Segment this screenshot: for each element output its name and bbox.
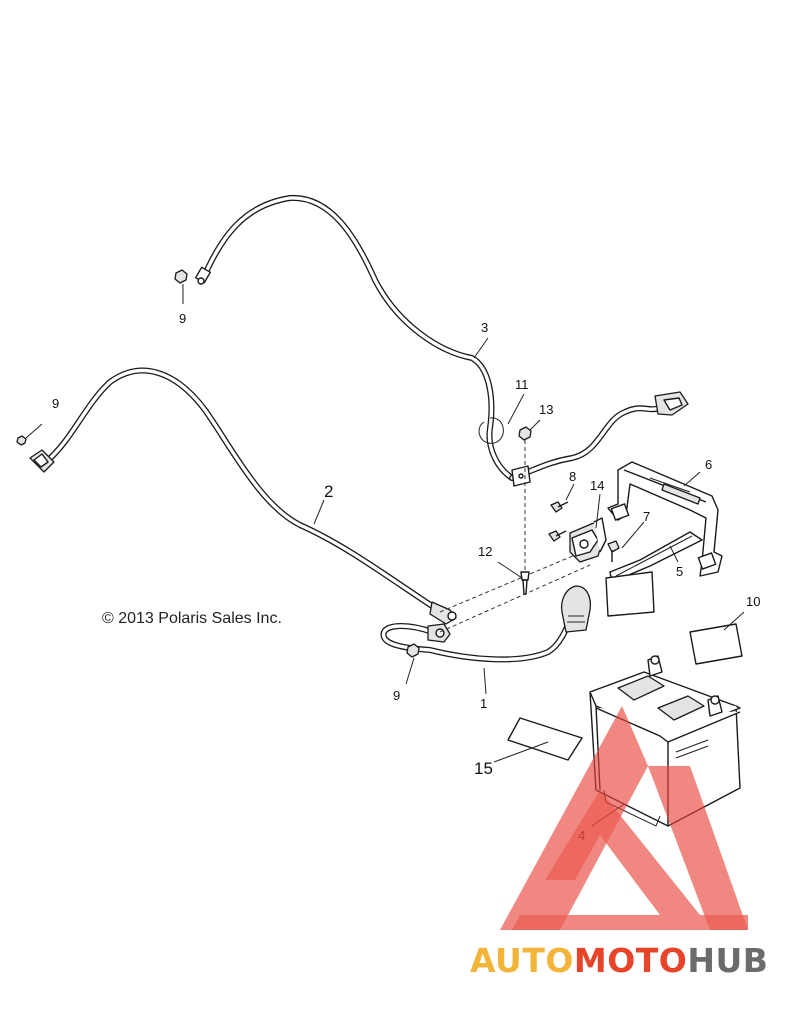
callout-7: 7	[643, 509, 650, 524]
pad-10-small	[605, 571, 655, 617]
watermark-logo	[500, 706, 748, 930]
nut-9-bottom	[406, 643, 420, 658]
screw-8	[548, 501, 569, 542]
callout-12: 12	[478, 544, 492, 559]
callout-14: 14	[590, 478, 604, 493]
nut-9-left	[16, 435, 27, 446]
cable-1	[380, 585, 592, 663]
watermark-triangle-right	[648, 766, 748, 930]
cable-2	[29, 367, 457, 625]
bracket-5	[609, 531, 703, 583]
callout-2: 2	[324, 482, 333, 501]
battery-hold-down-6	[607, 461, 723, 577]
callout-9-left: 9	[52, 396, 59, 411]
solenoid-14	[569, 517, 607, 563]
pad-10	[689, 623, 743, 665]
callout-15: 15	[474, 759, 493, 778]
callout-5: 5	[676, 564, 683, 579]
callout-3: 3	[481, 320, 488, 335]
callout-9-bottom: 9	[393, 688, 400, 703]
bolt-12	[520, 571, 530, 595]
watermark-wordmark: AUTOMOTOHUB	[470, 941, 768, 980]
watermark-word-moto: MOTO	[574, 941, 687, 980]
nut-13	[518, 426, 532, 441]
svg-text:AUTOMOTOHUB: AUTOMOTOHUB	[470, 941, 768, 980]
callout-6: 6	[705, 457, 712, 472]
watermark-triangle-base	[512, 915, 748, 930]
watermark-word-hub: HUB	[687, 941, 768, 980]
label-15	[507, 717, 583, 761]
callout-9-top: 9	[179, 311, 186, 326]
callout-11: 11	[515, 377, 529, 392]
nut-9-top	[174, 269, 188, 284]
watermark-triangle-inner	[545, 790, 700, 915]
callout-8: 8	[569, 469, 576, 484]
callout-13: 13	[539, 402, 553, 417]
bolt-7	[607, 540, 620, 562]
callout-1: 1	[480, 696, 487, 711]
watermark-word-auto: AUTO	[470, 941, 574, 980]
callout-10: 10	[746, 594, 760, 609]
watermark-triangle-outer	[500, 706, 648, 930]
copyright-notice: © 2013 Polaris Sales Inc.	[102, 610, 282, 627]
cable-3	[194, 194, 689, 487]
alignment-dashes	[439, 440, 591, 633]
